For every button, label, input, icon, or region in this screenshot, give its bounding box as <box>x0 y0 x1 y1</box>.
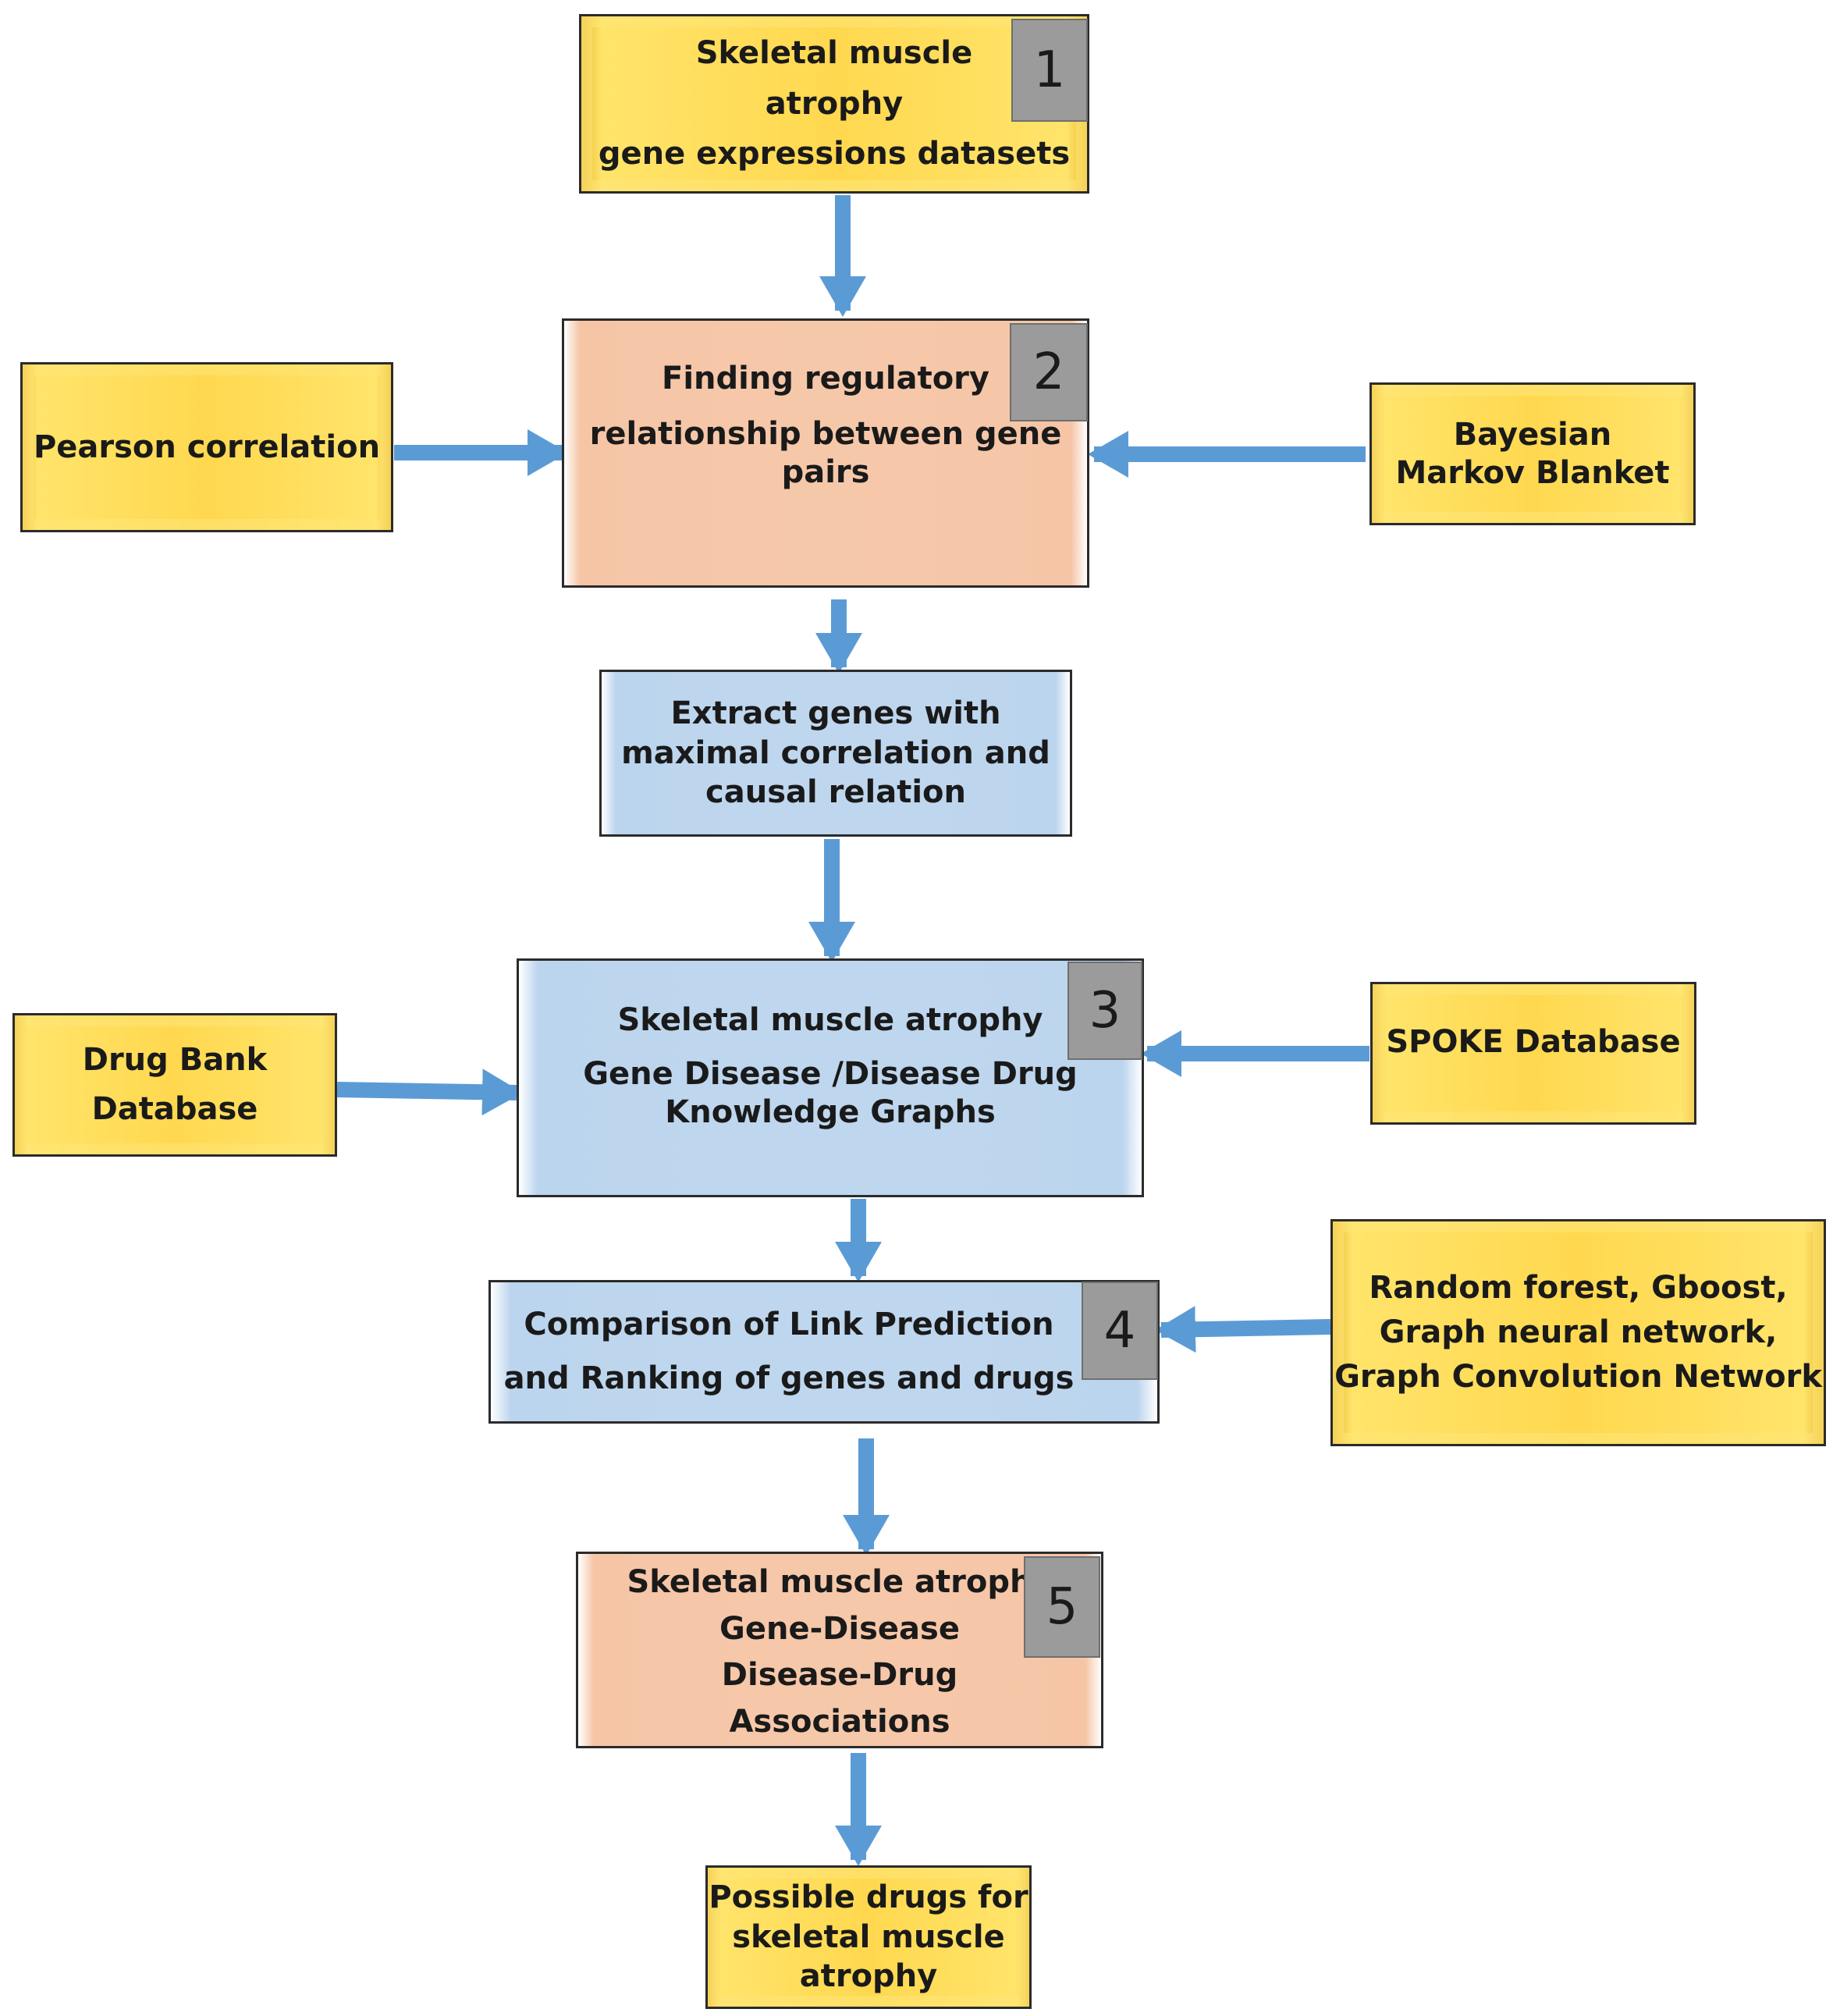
possible-drugs-line-2: skeletal muscle <box>732 1918 1005 1955</box>
possible-drugs-line-3: atrophy <box>799 1958 938 1995</box>
step-badge-1: 1 <box>1011 19 1088 122</box>
bayesian-line-1: Bayesian <box>1453 416 1612 453</box>
step-badge-2: 2 <box>1010 323 1088 421</box>
regulatory-line-1: Finding regulatory <box>662 361 989 396</box>
extract-line-1: Extract genes with <box>670 695 1001 731</box>
drug-bank-database-box: Drug Bank Database <box>12 1013 337 1157</box>
models-line-1: Random forest, Gboost, <box>1369 1270 1788 1307</box>
possible-drugs-line-1: Possible drugs for <box>709 1879 1028 1915</box>
extract-line-2: maximal correlation and <box>621 734 1050 771</box>
ml-models-box: Random forest, Gboost, Graph neural netw… <box>1330 1219 1826 1446</box>
drugbank-line-1: Drug Bank <box>82 1042 268 1079</box>
knowledge-graphs-box: Skeletal muscle atrophy Gene Disease /Di… <box>517 958 1144 1197</box>
spoke-database-box: SPOKE Database <box>1370 982 1696 1125</box>
pearson-label: Pearson correlation <box>33 428 381 465</box>
spoke-label: SPOKE Database <box>1386 1024 1681 1060</box>
link-prediction-line-1: Comparison of Link Prediction <box>524 1307 1054 1343</box>
associations-box: Skeletal muscle atrophy Gene-Disease Dis… <box>576 1552 1103 1748</box>
knowledge-graph-line-1: Skeletal muscle atrophy <box>617 1002 1043 1038</box>
models-line-3: Graph Convolution Network <box>1334 1358 1822 1395</box>
datasets-line-3: gene expressions datasets <box>598 135 1071 172</box>
regulatory-line-3: pairs <box>781 453 870 490</box>
regulatory-line-2: relationship between gene <box>589 415 1062 452</box>
regulatory-relationship-box: Finding regulatory relationship between … <box>562 318 1089 588</box>
associations-line-2: Gene-Disease <box>719 1610 960 1647</box>
associations-line-1: Skeletal muscle atrophy <box>627 1564 1053 1600</box>
extract-line-3: causal relation <box>705 774 966 811</box>
pearson-correlation-box: Pearson correlation <box>20 362 393 532</box>
drugbank-line-2: Database <box>91 1091 258 1127</box>
datasets-line-2: atrophy <box>765 85 904 122</box>
bayesian-line-2: Markov Blanket <box>1395 454 1670 491</box>
associations-line-3: Disease-Drug <box>721 1657 958 1694</box>
arrow-models-to-link-prediction <box>1155 1306 1331 1353</box>
models-line-2: Graph neural network, <box>1379 1314 1778 1351</box>
associations-line-4: Associations <box>729 1704 950 1740</box>
step-badge-3: 3 <box>1067 962 1142 1060</box>
knowledge-graph-line-2: Gene Disease /Disease Drug <box>583 1055 1078 1092</box>
datasets-line-1: Skeletal muscle <box>695 35 973 72</box>
extract-genes-box: Extract genes with maximal correlation a… <box>599 670 1072 837</box>
step-badge-4: 4 <box>1082 1282 1158 1380</box>
gene-expression-datasets-box: Skeletal muscle atrophy gene expressions… <box>579 14 1089 194</box>
arrow-drugbank-to-knowledge-graph <box>336 1068 523 1116</box>
bayesian-markov-blanket-box: Bayesian Markov Blanket <box>1369 382 1696 525</box>
possible-drugs-box: Possible drugs for skeletal muscle atrop… <box>705 1865 1032 2009</box>
link-prediction-line-2: and Ranking of genes and drugs <box>503 1360 1075 1396</box>
knowledge-graph-line-3: Knowledge Graphs <box>665 1093 996 1130</box>
link-prediction-box: Comparison of Link Prediction and Rankin… <box>488 1280 1160 1424</box>
step-badge-5: 5 <box>1024 1556 1100 1658</box>
